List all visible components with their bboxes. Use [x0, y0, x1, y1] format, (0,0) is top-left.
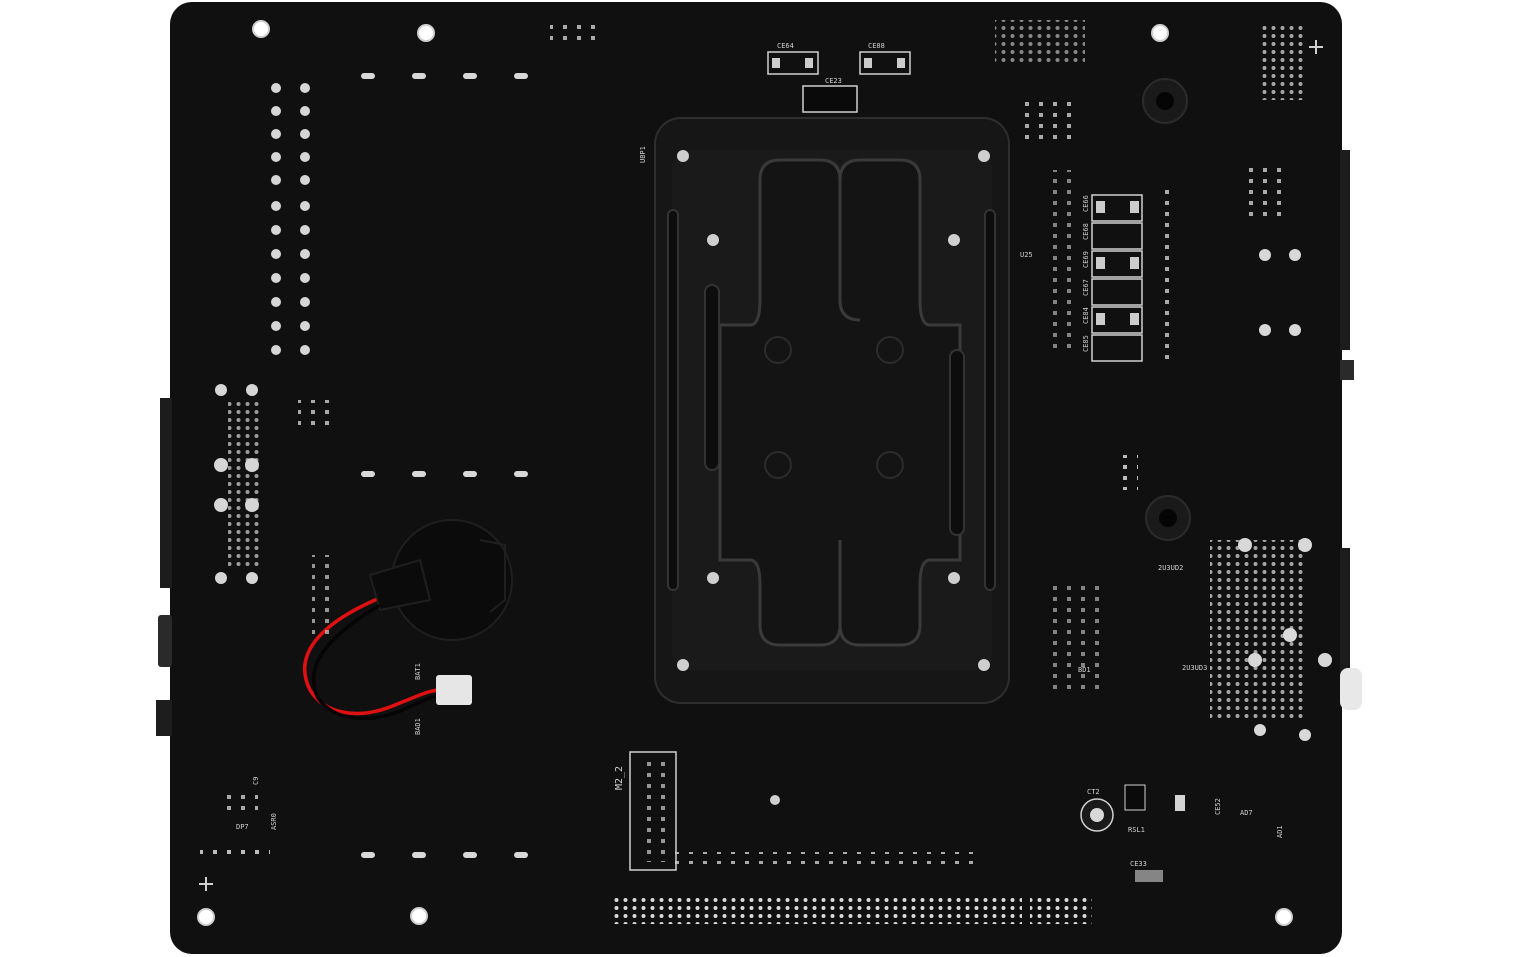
right-io-large-pins — [1238, 249, 1332, 741]
board-corner-markers — [199, 40, 1323, 891]
label-m2-2: M2_2 — [614, 766, 625, 790]
label-ce64: CE64 — [777, 42, 794, 50]
smd-components — [200, 20, 1185, 882]
label-bd1: BD1 — [1078, 666, 1091, 674]
vrm-caps-top-pads — [772, 58, 905, 68]
right-port-edge — [1340, 150, 1350, 350]
left-audio-port — [156, 700, 172, 736]
ct2-buzzer — [1080, 798, 1114, 832]
standoff-screws — [1142, 78, 1191, 541]
label-dp7: DP7 — [236, 823, 249, 831]
label-ce33: CE33 — [1130, 860, 1147, 868]
label-2u3ud3: 2U3UD3 — [1182, 664, 1207, 672]
label-c9: C9 — [252, 777, 260, 785]
m2-slot — [629, 751, 677, 871]
vrm-caps-right — [1091, 194, 1143, 362]
label-ad1: AD1 — [1276, 825, 1284, 838]
label-ce23: CE23 — [825, 77, 842, 85]
m2-standoff — [770, 795, 780, 805]
left-io-pad-grid — [228, 400, 262, 570]
label-ce69: CE69 — [1082, 251, 1090, 268]
battery-connector — [436, 675, 472, 705]
cmos-battery — [368, 519, 513, 641]
right-small-connector — [1340, 360, 1354, 380]
left-usb-c-port — [158, 615, 172, 667]
vrm-caps-right-pads — [1096, 201, 1139, 325]
label-ce84: CE84 — [1082, 307, 1090, 324]
right-usb-port — [1340, 548, 1350, 688]
front-panel-header — [271, 83, 310, 355]
dimm-slot-pads — [361, 73, 528, 858]
label-ct2: CT2 — [1087, 788, 1100, 796]
label-ce85: CE85 — [1082, 335, 1090, 352]
label-2u3ud2: 2U3UD2 — [1158, 564, 1183, 572]
label-rsl1: RSL1 — [1128, 826, 1145, 834]
label-bad1: BAD1 — [414, 718, 422, 735]
mounting-holes — [197, 20, 1293, 926]
label-asr0: ASR0 — [270, 813, 278, 830]
label-ce88: CE88 — [868, 42, 885, 50]
cpu-backplate — [654, 117, 1010, 704]
right-antenna-connector — [1340, 668, 1362, 710]
label-ce66: CE66 — [1082, 195, 1090, 212]
vrm-caps-top — [767, 51, 911, 113]
left-port-edge — [160, 398, 172, 588]
label-u25: U25 — [1020, 251, 1033, 259]
label-ce52: CE52 — [1214, 798, 1222, 815]
label-ce68: CE68 — [1082, 223, 1090, 240]
label-ubp1: UBP1 — [639, 146, 647, 163]
label-ad7: AD7 — [1240, 809, 1253, 817]
label-ce67: CE67 — [1082, 279, 1090, 296]
label-bat1: BAT1 — [414, 663, 422, 680]
pcie-pin-field — [614, 852, 1092, 924]
